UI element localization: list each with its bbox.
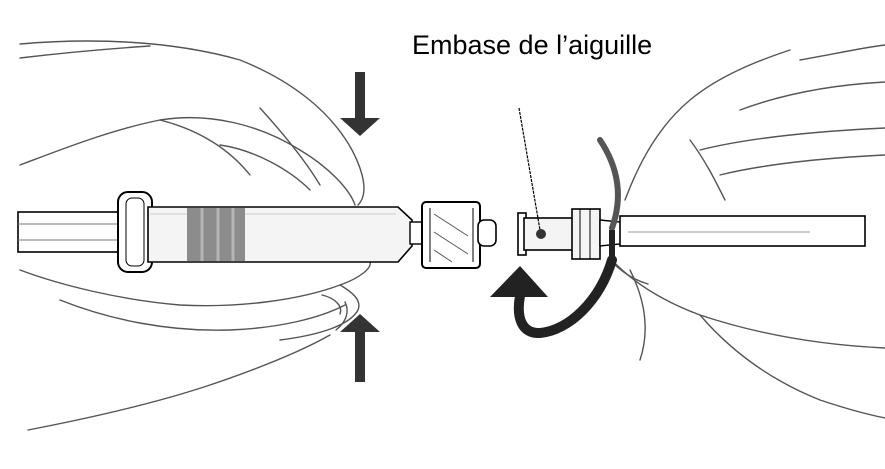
press-up-arrow-icon — [340, 314, 380, 382]
left-hand-icon — [19, 40, 371, 431]
needle-hub-label: Embase de l’aiguille — [412, 30, 653, 60]
needle-icon — [517, 208, 866, 260]
callout-leader — [518, 107, 541, 231]
press-down-arrow-icon — [340, 72, 380, 136]
syringe-icon — [17, 191, 497, 273]
twist-arrow-icon — [490, 137, 621, 338]
right-hand-icon — [609, 44, 885, 419]
